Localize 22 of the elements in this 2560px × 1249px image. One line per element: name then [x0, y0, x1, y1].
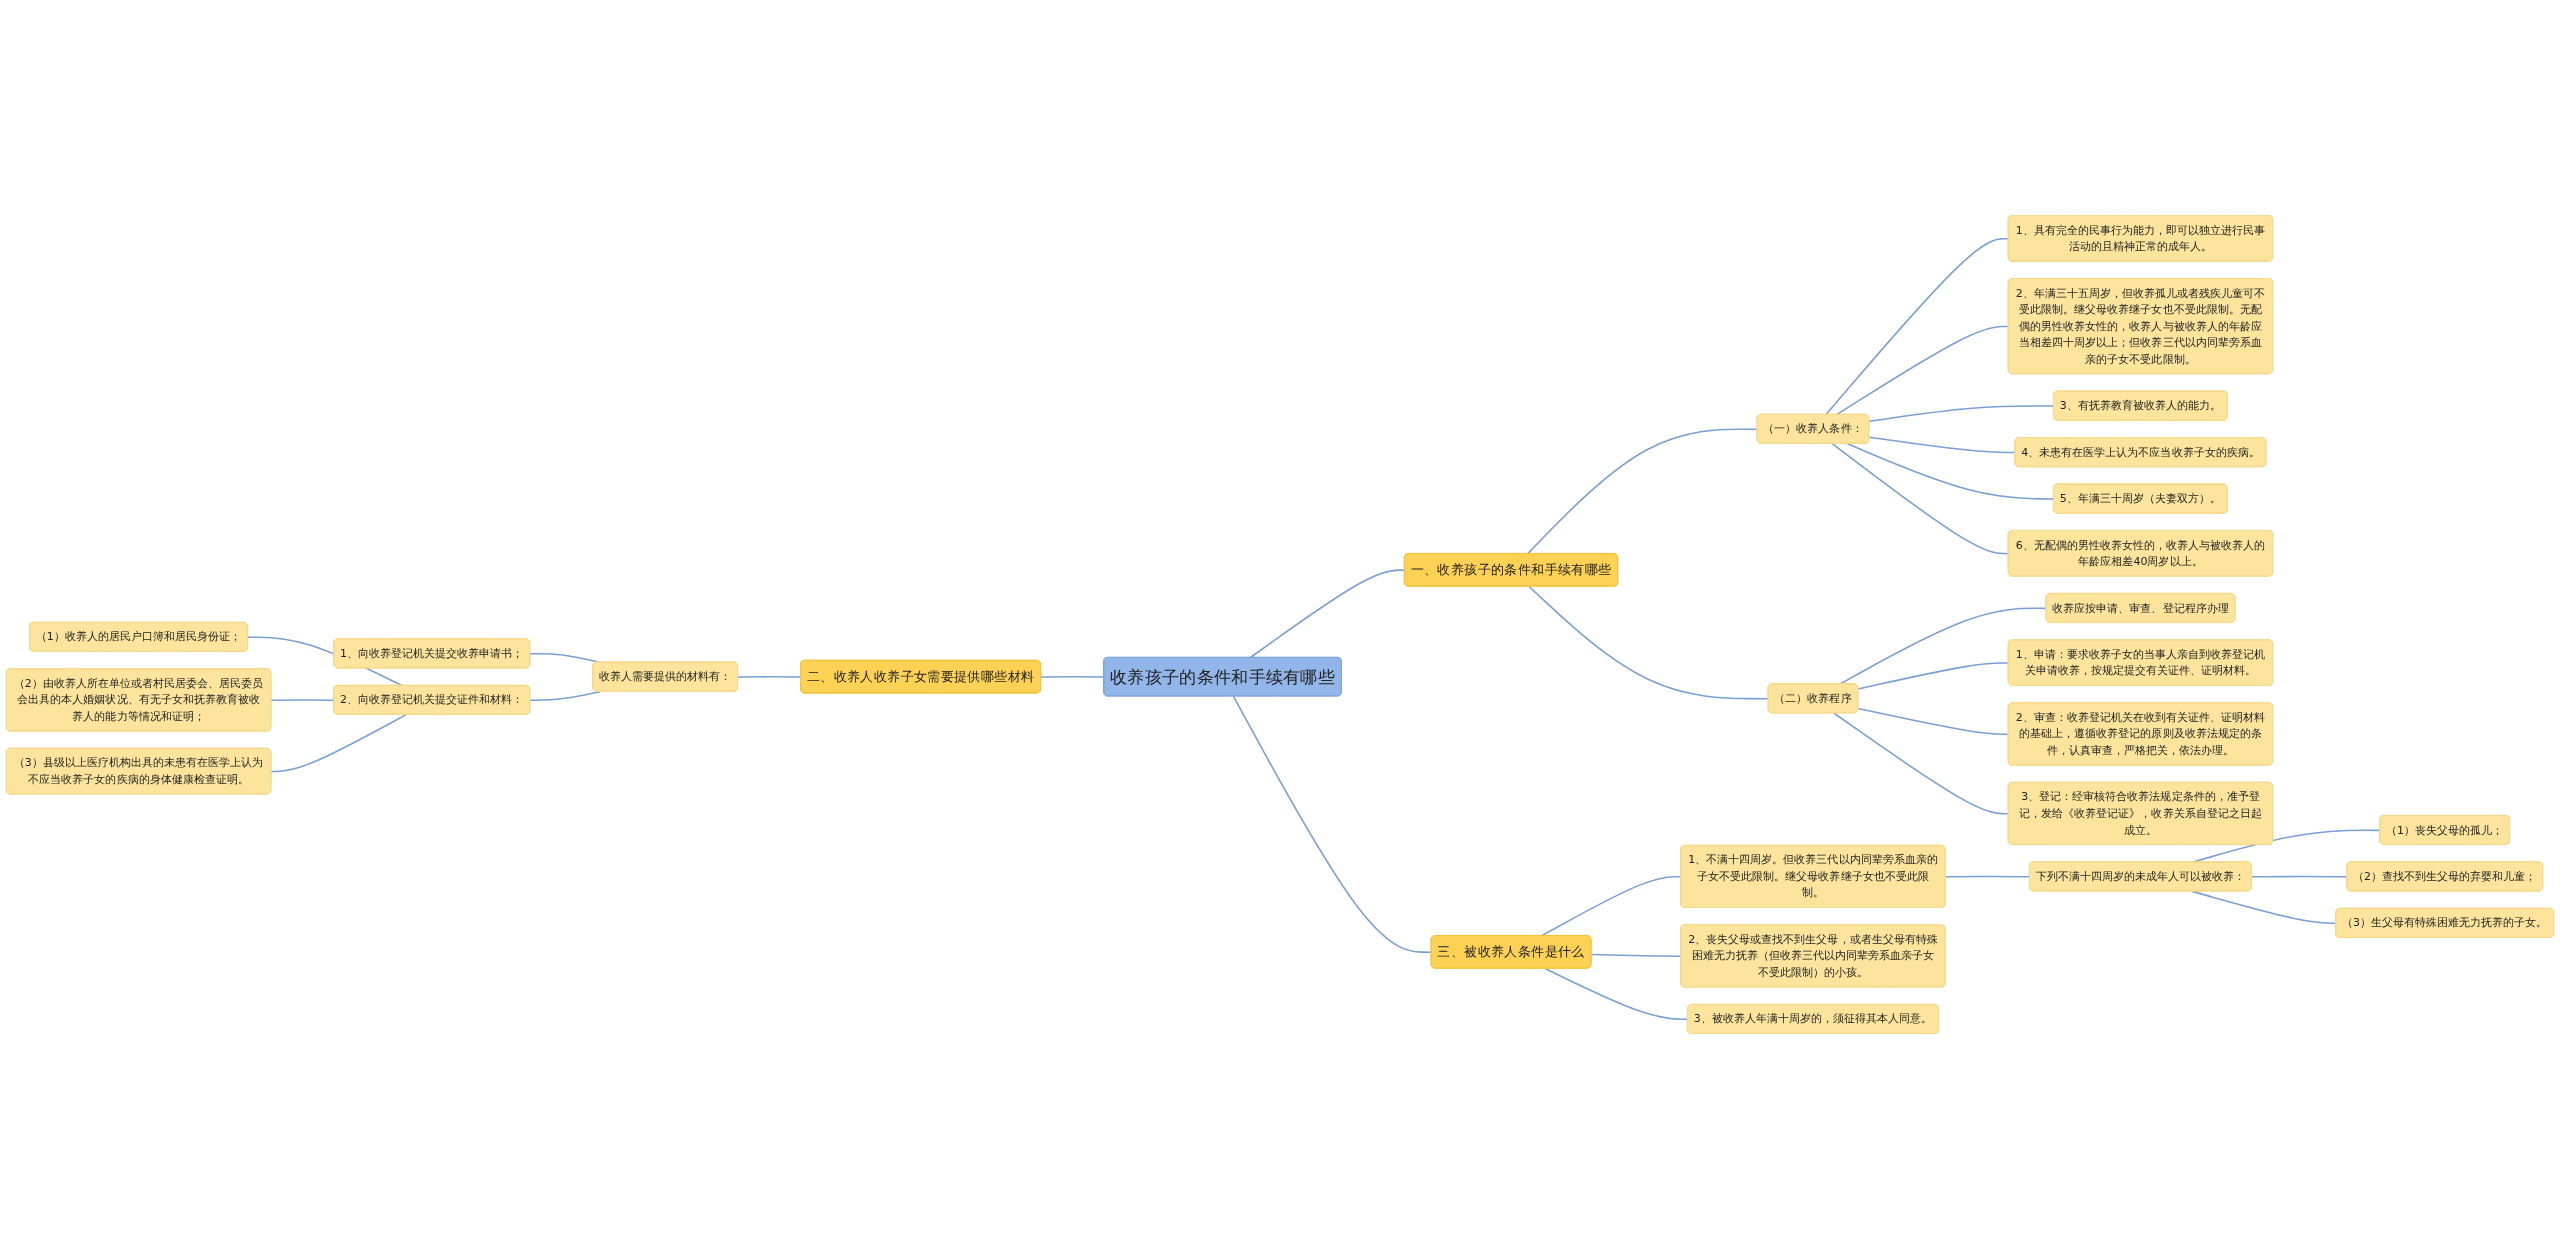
connector	[1526, 428, 1759, 555]
connector	[1540, 875, 1682, 937]
connector	[1833, 712, 2010, 815]
connector	[1831, 443, 2010, 555]
connector	[2191, 890, 2337, 925]
connector	[1857, 707, 2010, 736]
connector	[1528, 585, 1770, 700]
connector	[1846, 443, 2055, 500]
connector	[1825, 237, 2010, 416]
connector	[1232, 695, 1433, 953]
connector	[2251, 875, 2348, 878]
connector	[1544, 967, 1689, 1021]
connector	[737, 676, 802, 678]
connector	[1249, 569, 1406, 659]
connector	[1868, 405, 2055, 423]
connector	[1944, 875, 2031, 878]
connector	[1040, 676, 1105, 678]
connector	[270, 714, 407, 773]
connector	[1835, 325, 2010, 416]
connector	[270, 699, 335, 702]
connector	[1857, 662, 2010, 690]
connector	[1590, 953, 1682, 958]
